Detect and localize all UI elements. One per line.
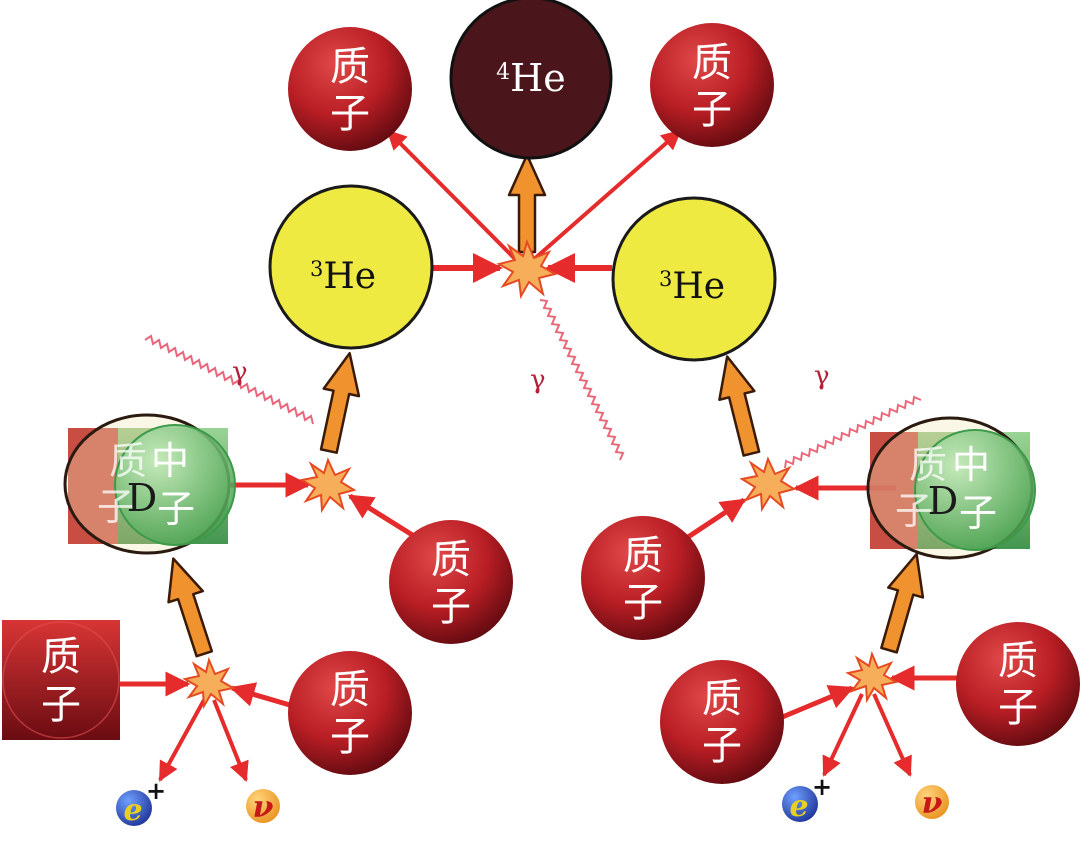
proton-text-1: 质 [623, 533, 663, 579]
proton-text-2: 子 [330, 714, 370, 760]
product-arrows [167, 153, 925, 658]
gamma-label-right: γ [814, 361, 830, 391]
proton-bottom-right-2: 质 子 [660, 660, 784, 784]
positron-symbol: e [123, 793, 142, 828]
helium4-nucleus: 4He [449, 0, 613, 160]
proton-text-2: 子 [702, 723, 742, 769]
deuterium-left: 质 子 中 子 D [63, 413, 236, 555]
proton-text-1: 质 [330, 44, 370, 90]
d-left-neutron-text-1: 中 [151, 439, 189, 483]
he3-left-mass-number: 3 [310, 257, 323, 281]
d-right-proton-text-1: 质 [909, 443, 947, 487]
d-left-symbol: D [127, 476, 157, 520]
helium3-right: 3He [611, 196, 777, 362]
positron-right-icon: e + [782, 772, 832, 824]
d-left-proton-text-1: 质 [109, 439, 147, 483]
reaction-arrows [120, 129, 966, 782]
proton-mid-right: 质 子 [581, 516, 705, 640]
arrow-proton-to-burst-br2 [779, 685, 855, 721]
gamma-wave-right [784, 395, 922, 469]
proton-bottom-left: 质 子 [288, 651, 412, 775]
helium3-left: 3He [268, 184, 434, 350]
proton-text-2: 子 [41, 682, 81, 728]
gamma-wave-left [144, 334, 314, 425]
proton-bottom-left-square: 质 子 [2, 620, 120, 740]
burst-bottom-right [845, 650, 899, 704]
arrow-to-top-left-proton [386, 129, 526, 270]
product-arrow-he4 [507, 153, 547, 254]
d-right-neutron-text-2: 子 [959, 491, 997, 535]
arrow-to-neutrino-left [212, 699, 249, 782]
neutrino-left-icon: ν [246, 789, 280, 825]
positron-charge: + [812, 772, 832, 801]
proton-text-2: 子 [330, 91, 370, 137]
burst-top [496, 239, 558, 300]
d-right-proton-text-2: 子 [895, 489, 933, 533]
d-right-neutron-text-1: 中 [952, 443, 990, 487]
positron-symbol: e [789, 789, 808, 824]
d-left-neutron-text-2: 子 [157, 487, 195, 531]
gamma-waves [144, 299, 922, 469]
arrow-to-positron-right [822, 693, 864, 777]
proton-text-1: 质 [431, 537, 471, 583]
d-right-neutron-ball [914, 429, 1036, 551]
product-arrow-d-right [880, 552, 925, 654]
arrow-to-positron-left [158, 699, 206, 782]
he3-right-symbol: He [672, 266, 725, 307]
arrow-to-top-right-proton [522, 129, 682, 270]
proton-bottom-right-1: 质 子 [956, 622, 1080, 746]
proton-text-2: 子 [623, 580, 663, 626]
proton-top-left: 质 子 [288, 27, 412, 151]
neutrino-symbol: ν [253, 790, 274, 825]
gamma-label-center: γ [530, 365, 546, 395]
product-arrow-d-left [167, 557, 214, 658]
d-left-proton-text-2: 子 [97, 485, 135, 529]
reaction-bursts [182, 239, 899, 710]
arrow-to-neutrino-right [872, 693, 912, 777]
proton-text-1: 质 [692, 40, 732, 86]
he4-mass-number: 4 [496, 60, 510, 85]
positron-left-icon: e + [116, 776, 166, 828]
burst-mid-right [739, 456, 797, 513]
arrow-proton-to-burst-left [347, 493, 416, 539]
proton-text-1: 质 [998, 638, 1038, 684]
proton-text-2: 子 [998, 685, 1038, 731]
proton-text-2: 子 [431, 584, 471, 630]
product-arrow-he3-left [319, 351, 361, 454]
svg-text:4He: 4He [496, 56, 566, 100]
positron-charge: + [146, 776, 166, 805]
neutrino-symbol: ν [922, 786, 943, 821]
proton-text-1: 质 [702, 676, 742, 722]
svg-text:3He: 3He [659, 266, 725, 307]
he3-left-symbol: He [323, 256, 376, 297]
svg-text:3He: 3He [310, 256, 376, 297]
he3-right-mass-number: 3 [659, 267, 672, 291]
deuterium-right: 质 子 中 子 D [866, 416, 1036, 560]
proton-text-2: 子 [692, 87, 732, 133]
burst-bottom-left [182, 656, 236, 710]
proton-text-1: 质 [330, 667, 370, 713]
proton-text-1: 质 [41, 634, 81, 680]
he4-symbol: He [510, 56, 566, 100]
neutrino-right-icon: ν [915, 785, 949, 821]
gamma-label-left: γ [232, 357, 248, 387]
burst-mid-left [299, 457, 357, 514]
proton-mid-left: 质 子 [389, 520, 513, 644]
gamma-wave-center [539, 299, 625, 461]
proton-top-right: 质 子 [650, 23, 774, 147]
product-arrow-he3-right [718, 355, 761, 457]
d-right-symbol: D [928, 479, 958, 523]
d-left-neutron-ball [114, 424, 236, 546]
